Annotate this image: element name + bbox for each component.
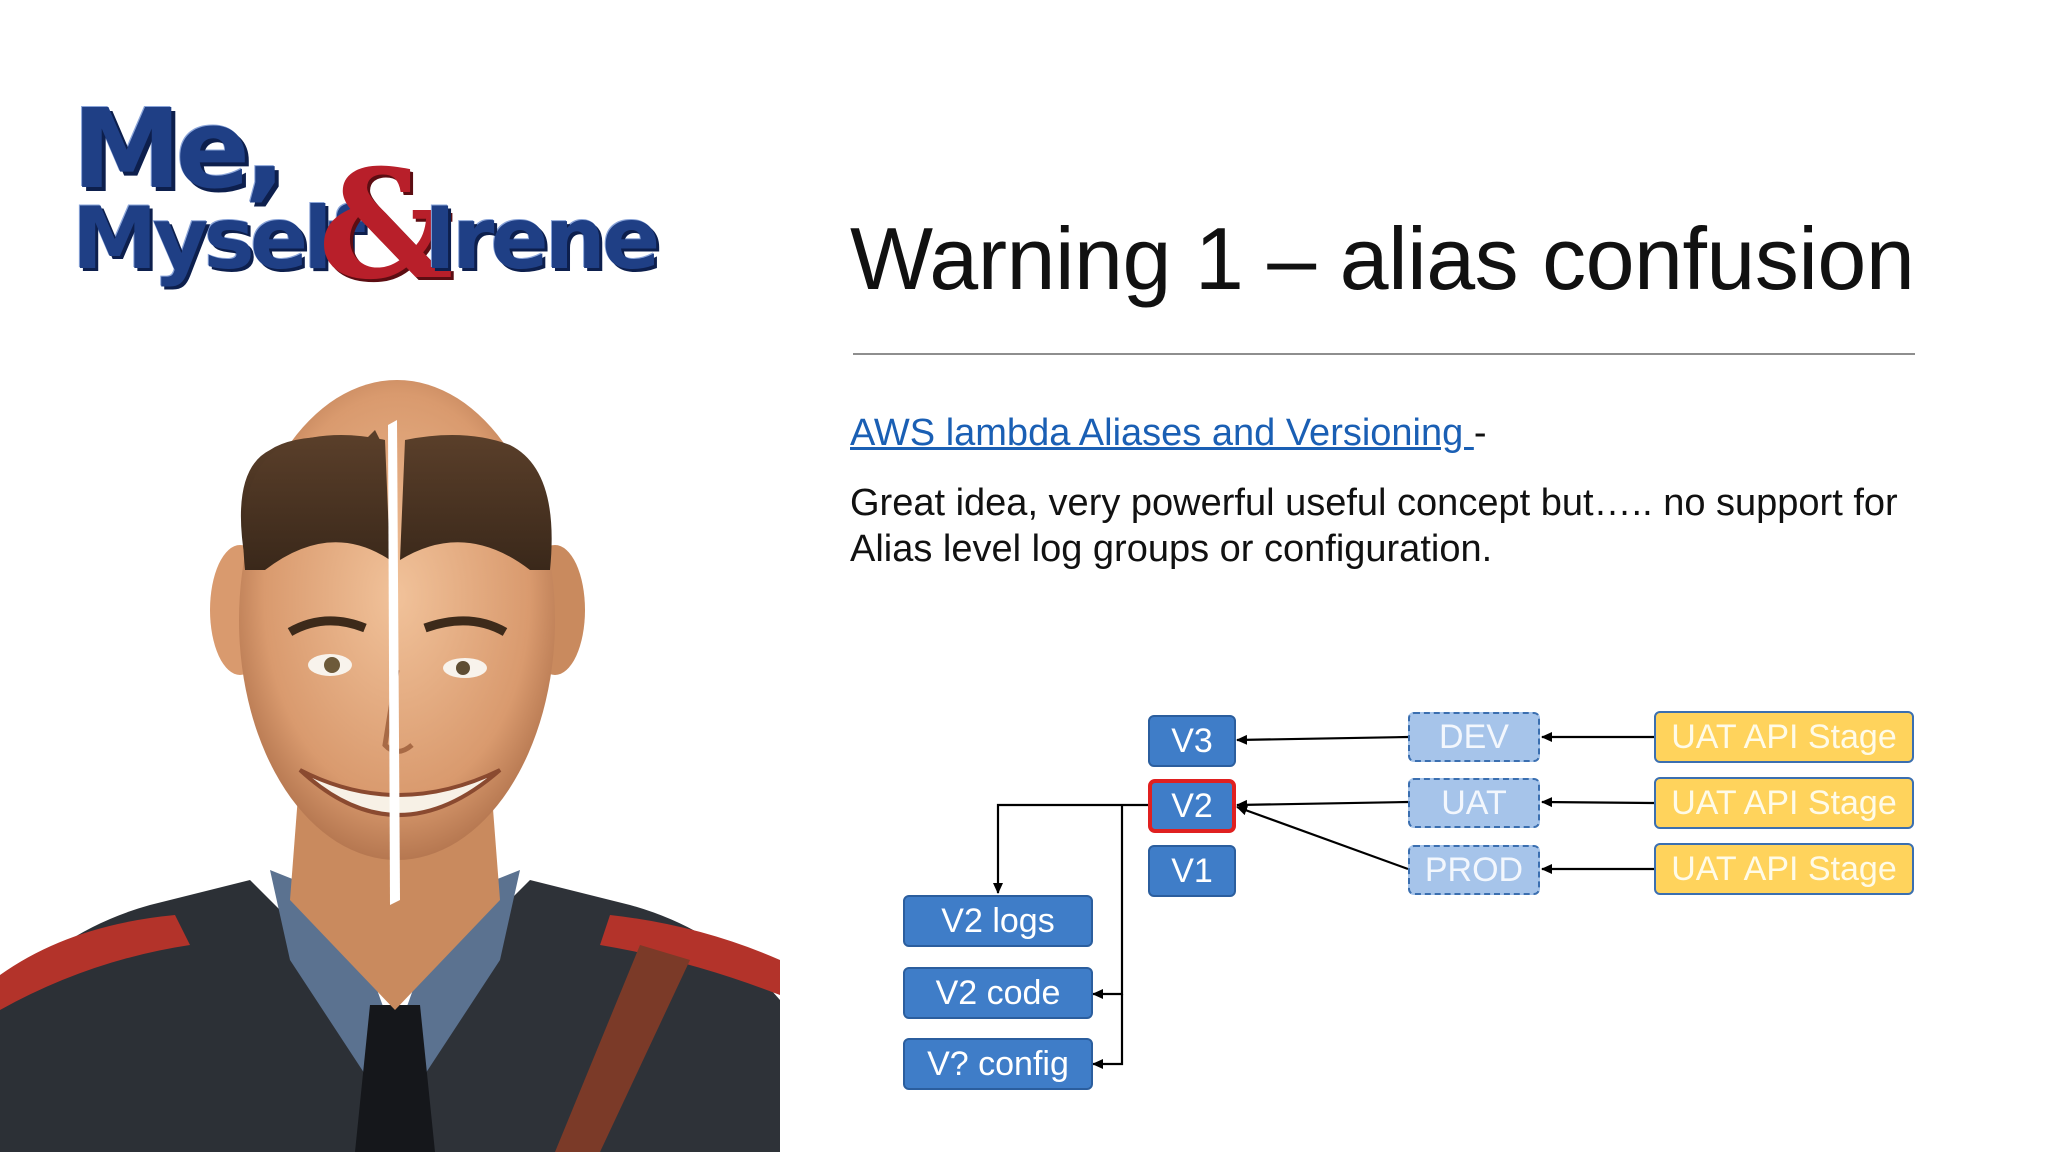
arrow-v2-config — [1092, 994, 1124, 1069]
api-stage-3: UAT API Stage — [1654, 843, 1914, 895]
poster-logo-ampersand: & — [318, 137, 454, 313]
alias-uat: UAT — [1408, 778, 1540, 828]
version-v1: V1 — [1148, 845, 1236, 897]
poster-logo-myself: Myself — [72, 189, 365, 289]
poster-logo-me: Me, — [72, 85, 286, 213]
arrow-stage2-uat — [1541, 797, 1655, 808]
slide-body-text: Great idea, very powerful useful concept… — [850, 482, 1898, 570]
movie-poster: Me, Myself & Irene — [0, 0, 780, 1152]
output-v2-code: V2 code — [903, 967, 1093, 1019]
alias-dev: DEV — [1408, 712, 1540, 762]
api-stage-2: UAT API Stage — [1654, 777, 1914, 829]
arrow-prod-v2 — [1236, 805, 1409, 871]
version-v2-highlighted: V2 — [1148, 779, 1236, 833]
title-divider — [853, 353, 1915, 355]
arrow-uat-v2 — [1236, 799, 1409, 810]
poster-logo-irene: Irene — [424, 189, 660, 289]
output-config: V? config — [903, 1038, 1093, 1090]
poster-illustration — [0, 380, 780, 1152]
arrow-v2-code — [1092, 805, 1124, 999]
reference-line: AWS lambda Aliases and Versioning - — [850, 412, 1486, 455]
slide-title: Warning 1 – alias confusion — [850, 209, 1915, 308]
aws-aliases-link[interactable]: AWS lambda Aliases and Versioning — [850, 412, 1474, 454]
alias-prod: PROD — [1408, 845, 1540, 895]
output-v2-logs: V2 logs — [903, 895, 1093, 947]
api-stage-1: UAT API Stage — [1654, 711, 1914, 763]
arrow-v2-logs — [993, 803, 1148, 894]
link-suffix: - — [1473, 412, 1487, 454]
version-v3: V3 — [1148, 715, 1236, 767]
arrow-dev-v3 — [1236, 734, 1409, 745]
